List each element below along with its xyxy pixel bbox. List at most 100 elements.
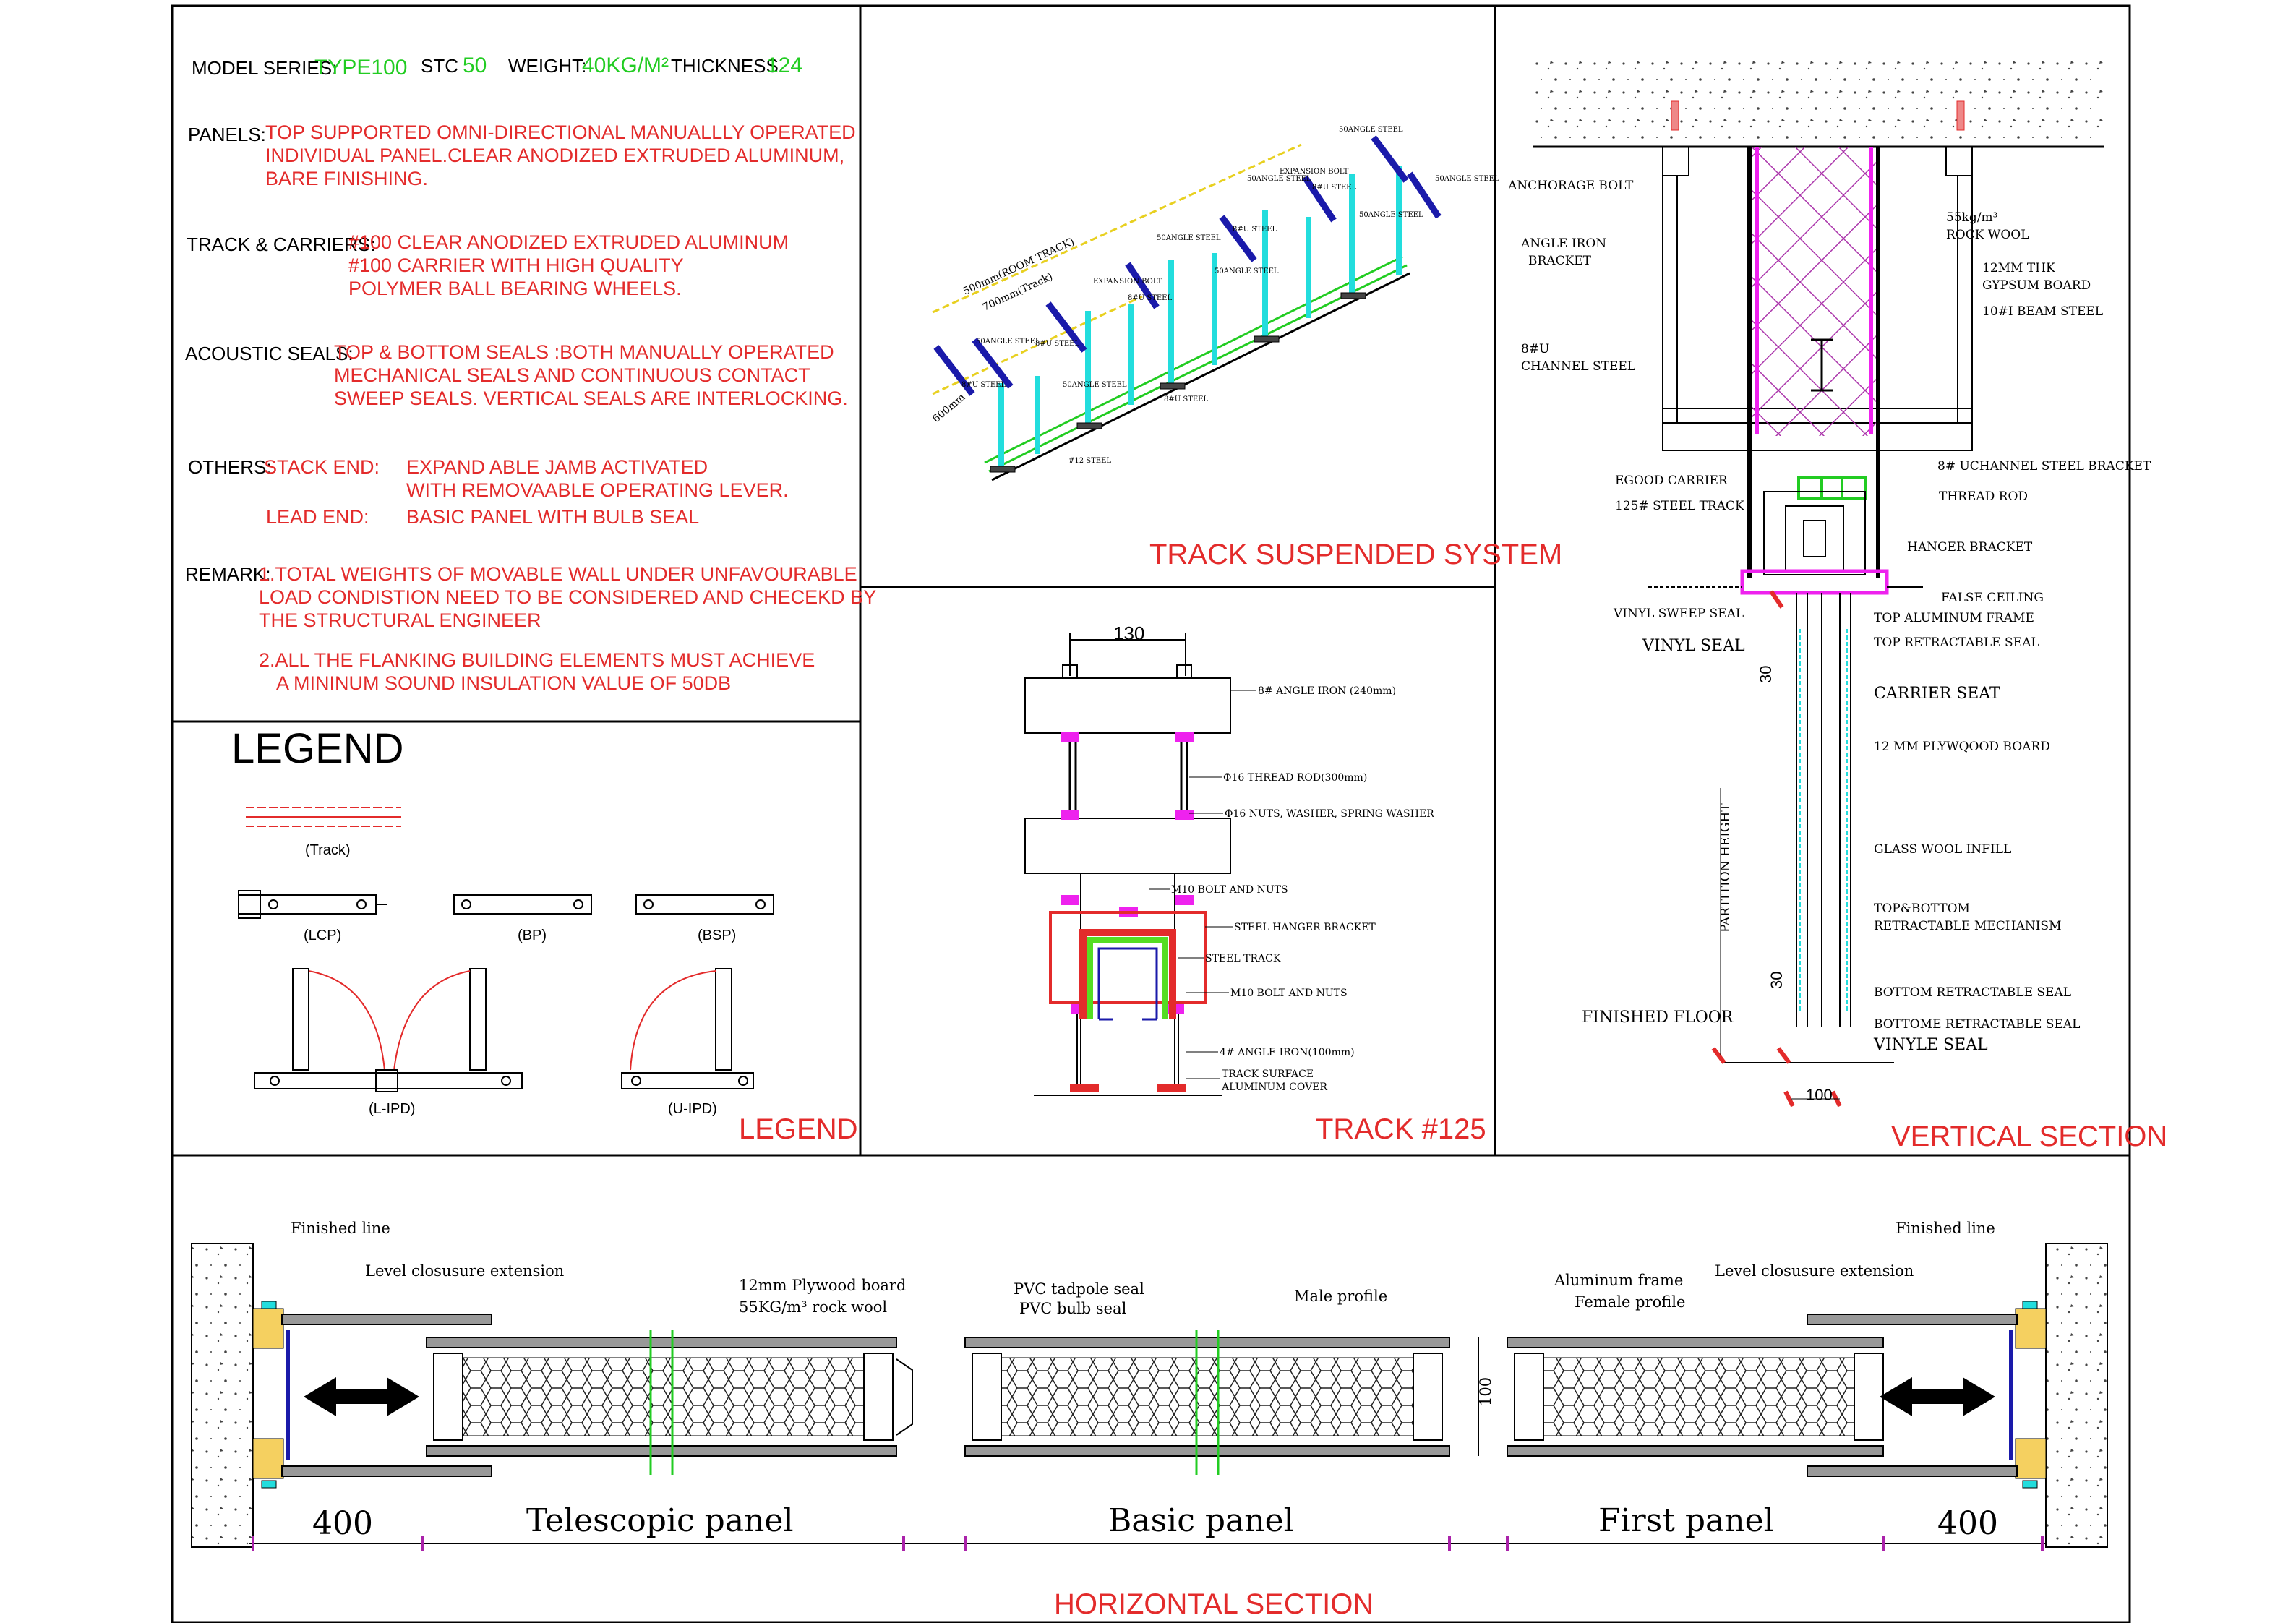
vs-label: 12 MM PLYWQOOD BOARD [1874,740,2050,754]
legend-lcp-label: (LCP) [304,928,341,943]
stack-end-label: STACK END: [264,456,380,478]
hs-label: Finished line [291,1220,390,1237]
track-line: POLYMER BALL BEARING WHEELS. [348,278,682,299]
panels-line: INDIVIDUAL PANEL.CLEAR ANODIZED EXTRUDED… [265,145,844,166]
panels-line: BARE FINISHING. [265,168,428,189]
t125-label: M10 BOLT AND NUTS [1171,884,1288,896]
remark-line: LOAD CONDISTION NEED TO BE CONSIDERED AN… [259,586,876,608]
t125-label: M10 BOLT AND NUTS [1230,988,1348,999]
horizontal-section-title: HORIZONTAL SECTION [1054,1588,1374,1620]
t125-label: 4# ANGLE IRON(100mm) [1220,1047,1355,1058]
horizontal-section: Finished line Level closusure extension … [191,1220,2108,1620]
legend-bp-symbol [453,894,592,915]
vertical-section-title: VERTICAL SECTION [1891,1121,2167,1152]
acoustic-line: TOP & BOTTOM SEALS :BOTH MANUALLY OPERAT… [334,341,834,363]
vs-label: 8# UCHANNEL STEEL BRACKET [1937,459,2151,474]
weight-label: WEIGHT: [508,55,586,77]
hs-dim-left: 400 [312,1505,373,1542]
hs-dim-right: 400 [1937,1505,1998,1542]
angle-braces [933,135,1442,396]
vs-label: 10#I BEAM STEEL [1982,304,2103,319]
tss-label: 50ANGLE STEEL [1359,211,1423,219]
t125-label: STEEL TRACK [1205,953,1281,964]
remark2-line: A MININUM SOUND INSULATION VALUE OF 50DB [276,672,731,694]
vs-label: CHANNEL STEEL [1521,359,1635,374]
lead-end-text: BASIC PANEL WITH BULB SEAL [406,506,699,528]
tss-label: 50ANGLE STEEL [1247,175,1311,183]
hs-dim-first: First panel [1598,1502,1774,1539]
stc-value: 50 [463,53,487,77]
hs-dim-tele: Telescopic panel [526,1502,794,1539]
suspension-rods [998,166,1402,470]
legend-heading: LEGEND [231,725,404,772]
vs-dim: 30 [1757,666,1775,683]
vs-label: VINYL SEAL [1642,637,1745,655]
vs-label: BOTTOM RETRACTABLE SEAL [1874,985,2071,1000]
tss-label: #12 STEEL [1068,457,1111,465]
remark-line: 1.TOTAL WEIGHTS OF MOVABLE WALL UNDER UN… [259,563,857,585]
t125-label: Φ16 NUTS, WASHER, SPRING WASHER [1225,808,1434,820]
tss-label: 8#U STEEL [1233,226,1277,234]
tss-dim: 600mm [930,392,967,426]
vs-label: ANGLE IRON [1520,236,1606,251]
t125-label: Φ16 THREAD ROD(300mm) [1223,772,1367,784]
others-label: OTHERS: [188,456,272,478]
track-suspended-title: TRACK SUSPENDED SYSTEM [1149,539,1562,570]
remark2-line: 2.ALL THE FLANKING BUILDING ELEMENTS MUS… [259,649,815,671]
legend-lipd-label: (L-IPD) [369,1101,415,1117]
hs-label: Level closusure extension [365,1262,564,1280]
hs-label: PVC tadpole seal [1014,1280,1144,1298]
model-label: MODEL SERIES: [192,57,337,79]
vs-label: 12MM THK [1982,261,2055,275]
hs-label: Male profile [1294,1288,1387,1305]
tss-label: 50ANGLE STEEL [976,338,1040,346]
legend-bsp-label: (BSP) [698,928,736,943]
tss-label: 50ANGLE STEEL [1435,175,1499,183]
legend-title: LEGEND [739,1113,858,1145]
tss-label: 8#U STEEL [1312,184,1356,192]
vs-label: VINYL SWEEP SEAL [1613,607,1744,621]
thickness-value: 124 [766,53,802,77]
stack-end-line: EXPAND ABLE JAMB ACTIVATED [406,456,708,478]
legend-lipd-symbol [254,968,523,1092]
stc-label: STC [421,55,458,77]
specs-panel: MODEL SERIES: TYPE100 STC 50 WEIGHT: 40K… [185,53,876,694]
panels-label: PANELS: [188,124,266,145]
vertical-section: ANCHORAGE BOLT ANGLE IRON BRACKET 8#U CH… [1507,54,2167,1152]
vs-label: GLASS WOOL INFILL [1874,842,2011,857]
tss-label: 50ANGLE STEEL [1157,234,1221,242]
hs-label: 55KG/m³ rock wool [739,1298,887,1316]
vs-label: RETRACTABLE MECHANISM [1874,919,2061,933]
hs-label: Aluminum frame [1554,1272,1683,1289]
dim-130: 130 [1113,622,1144,644]
tss-label: 50ANGLE STEEL [1215,267,1279,275]
legend-panel: LEGEND (Track) (LCP) (BP) (BSP) [231,725,858,1145]
track-label: TRACK & CARRIERS: [187,234,376,255]
tss-label: EXPANSION BOLT [1280,168,1349,176]
t125-label: ALUMINUM COVER [1221,1082,1327,1093]
vs-label: PARTITION HEIGHT [1718,803,1733,933]
vs-label: BOTTOME RETRACTABLE SEAL [1874,1017,2080,1032]
vs-label: 55kg/m³ [1946,210,1997,225]
t125-label: 8# ANGLE IRON (240mm) [1258,685,1396,697]
base-plates [990,292,1366,473]
hs-label: PVC bulb seal [1019,1300,1127,1317]
tss-label: 50ANGLE STEEL [1063,381,1127,389]
acoustic-line: SWEEP SEALS. VERTICAL SEALS ARE INTERLOC… [334,387,848,409]
hs-dim-basic: Basic panel [1108,1502,1294,1539]
legend-uipd-symbol [621,968,754,1089]
vs-label: CARRIER SEAT [1874,685,2000,703]
model-value: TYPE100 [314,56,407,80]
rock-wool-cores [462,1357,1855,1436]
track-suspended-system: 50ANGLE STEEL 50ANGLE STEEL 50ANGLE STEE… [930,126,1562,570]
acoustic-line: MECHANICAL SEALS AND CONTINUOUS CONTACT [334,364,810,386]
legend-track-symbol [246,807,401,827]
hs-label: Female profile [1575,1293,1685,1311]
vs-label: EGOOD CARRIER [1615,474,1729,488]
vs-label: TOP RETRACTABLE SEAL [1874,635,2039,650]
tss-label: 8#U STEEL [1128,294,1172,302]
vs-label: ROCK WOOL [1946,228,2029,242]
vs-dim: 30 [1768,972,1786,989]
vs-label: GYPSUM BOARD [1982,278,2091,293]
